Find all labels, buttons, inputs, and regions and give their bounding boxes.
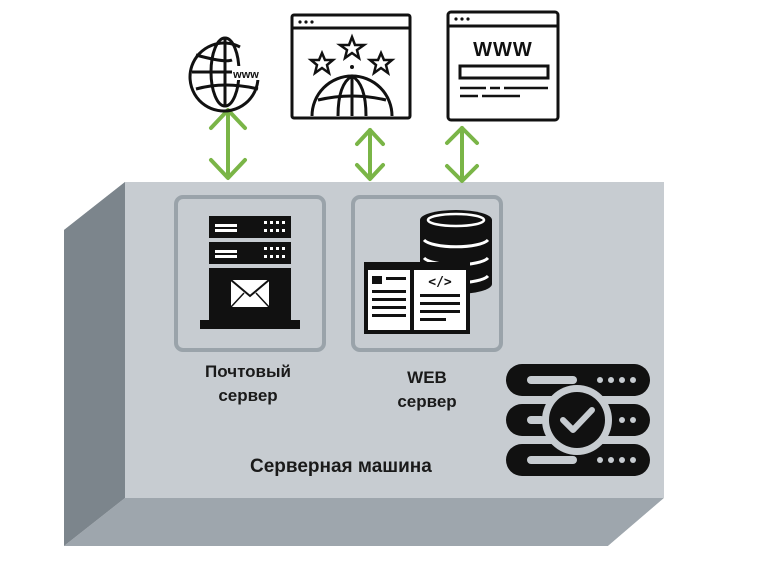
star-icon (366, 49, 396, 76)
globe-www-icon (188, 36, 262, 113)
mail-server-card (174, 195, 326, 352)
checkmark-icon (560, 407, 595, 433)
web-server-card: </> (351, 195, 503, 352)
mail-server-label: Почтовый сервер (170, 360, 326, 408)
web-server-icon: </> (364, 210, 492, 334)
mail-server-label-line1: Почтовый (205, 362, 291, 381)
code-brackets-icon: </> (428, 275, 452, 290)
box-bottom-face (64, 498, 664, 546)
rated-website-icon (290, 13, 412, 120)
server-check-icon (506, 364, 650, 476)
box-right-bottom-face (608, 498, 664, 546)
web-server-label: WEB сервер (352, 366, 502, 414)
box-left-face (64, 182, 125, 546)
www-browser-badge: WWW (473, 39, 533, 61)
star-icon (336, 33, 368, 61)
mail-server-label-line2: сервер (218, 386, 278, 405)
star-icon (307, 49, 337, 76)
arrow-www-web (445, 126, 479, 183)
arrow-site-web (355, 128, 385, 181)
mail-server-icon (200, 216, 300, 329)
web-server-label-line2: сервер (397, 392, 457, 411)
www-browser-icon (446, 10, 560, 122)
envelope-icon (230, 279, 270, 308)
connection-arrows (209, 108, 479, 183)
arrow-globe-mail (209, 108, 247, 180)
server-machine-label: Серверная машина (250, 456, 432, 477)
globe-www-badge: www (232, 69, 259, 81)
code-window-icon: </> (364, 262, 470, 334)
web-server-label-line1: WEB (407, 368, 447, 387)
